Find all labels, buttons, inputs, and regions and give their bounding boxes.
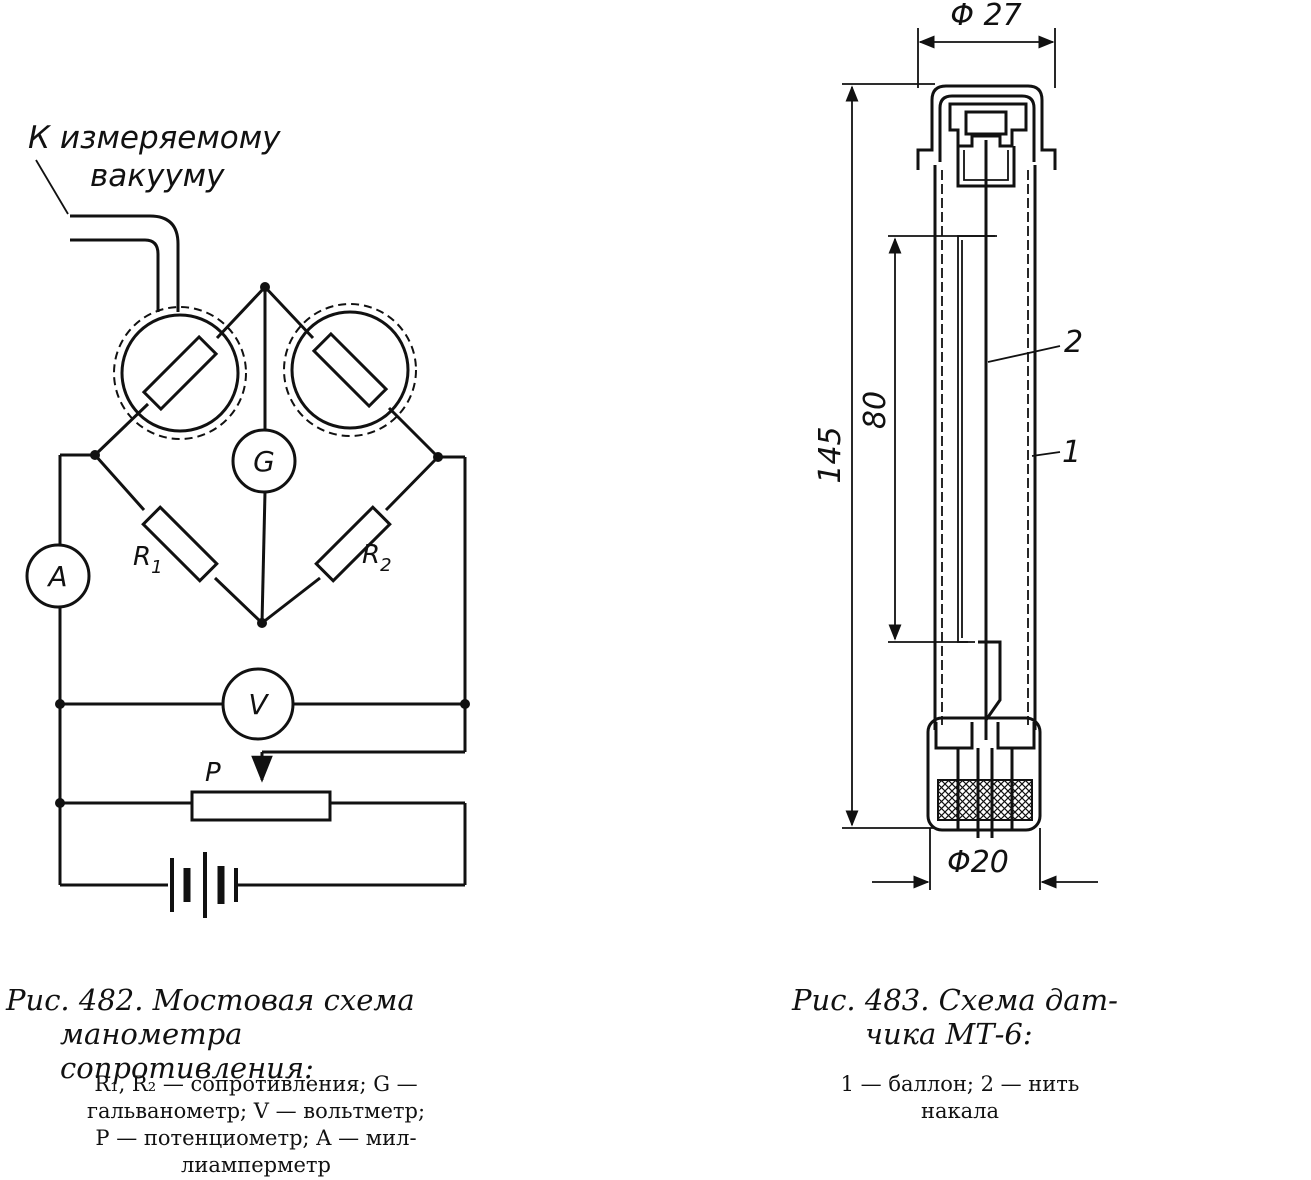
junction-dot <box>55 798 65 808</box>
junction-dot <box>433 452 443 462</box>
dim-filament-label: 80 <box>858 391 893 429</box>
fig482-legend-line: лиамперметр <box>181 1153 331 1177</box>
ammeter-a <box>25 543 91 609</box>
callout-2-leader <box>987 345 1061 363</box>
ammeter-label: A <box>46 560 67 593</box>
dim-bottom-diameter-label: Φ20 <box>947 845 1009 880</box>
vacuum-label-leader <box>35 159 69 215</box>
voltmeter-label: V <box>248 688 269 721</box>
fig483-legend-line: накала <box>920 1099 1000 1123</box>
battery-icon <box>170 852 238 918</box>
callout-1-leader <box>1031 451 1061 457</box>
callout-2-label: 2 <box>1064 325 1083 360</box>
junction-dot <box>257 618 267 628</box>
potentiometer-p <box>190 790 332 822</box>
potentiometer-label: P <box>205 758 221 788</box>
fig482-caption-line1: Рис. 482. Мостовая схема <box>6 983 415 1017</box>
junction-dot <box>55 699 65 709</box>
fig483-legend: 1 — баллон; 2 — нить накала <box>780 1071 1140 1125</box>
resistor-r2 <box>314 505 392 583</box>
bridge-circuit-diagram: К измеряемому вакууму <box>25 120 470 918</box>
resistor-r1 <box>141 505 219 583</box>
sensor-bulb-left <box>120 313 240 433</box>
voltmeter-v <box>221 667 295 741</box>
sensor-bulb-right-shield <box>283 303 417 437</box>
junction-dot <box>260 282 270 292</box>
vacuum-pipe-inner <box>70 238 160 312</box>
dim-height-label: 145 <box>813 426 848 483</box>
junction-dot <box>460 699 470 709</box>
vacuum-label-line2: вакууму <box>90 158 225 194</box>
vacuum-label-line1: К измеряемому <box>28 120 281 156</box>
galvanometer-label: G <box>253 445 275 478</box>
resistor-r2-label: R2 <box>362 540 392 576</box>
bridge-wires <box>58 285 467 887</box>
fig482-caption-line2: манометра сопротивления: <box>60 1017 314 1085</box>
fig483-caption-line1: Рис. 483. Схема дат- <box>792 983 1118 1017</box>
vacuum-pipe-outer <box>70 214 180 312</box>
fig482-legend: R₁, R₂ — сопротивления; G — гальванометр… <box>6 1071 506 1179</box>
sensor-bulb-right <box>290 310 410 430</box>
bulb-resistor-right <box>311 331 389 409</box>
fig482-legend-line: P — потенциометр; A — мил- <box>95 1126 417 1150</box>
fig483-caption-line2: чика МТ-6: <box>865 1017 1033 1051</box>
sensor-filament <box>957 140 1002 740</box>
resistor-r1-label: R1 <box>133 542 163 578</box>
bulb-resistor-left <box>141 334 219 412</box>
callout-1-label: 1 <box>1062 435 1081 470</box>
fig482-legend-line: гальванометр; V — вольтметр; <box>86 1099 426 1123</box>
sensor-glass-balloon <box>933 165 1037 730</box>
sensor-mt6-diagram: Φ 27 145 80 <box>813 0 1098 890</box>
galvanometer-g <box>231 428 297 494</box>
sensor-bulb-left-shield <box>113 306 247 440</box>
sensor-base <box>926 716 1042 838</box>
dim-top-diameter-label: Φ 27 <box>950 0 1021 33</box>
fig483-legend-line: 1 — баллон; 2 — нить <box>840 1072 1080 1096</box>
fig482-legend-line: R₁, R₂ — сопротивления; G — <box>94 1072 418 1096</box>
junction-dot <box>90 450 100 460</box>
